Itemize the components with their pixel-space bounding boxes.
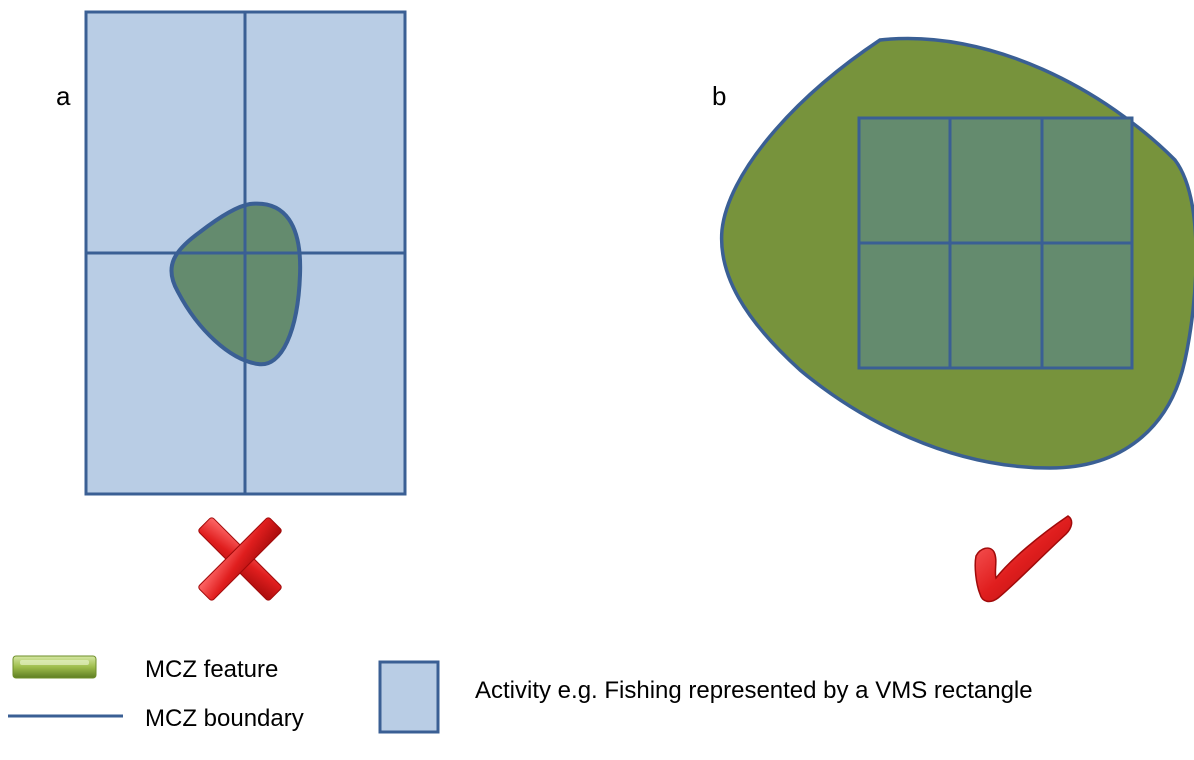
legend-activity-label: Activity e.g. Fishing represented by a V… [475,677,1033,704]
panel-a-label: a [56,81,71,111]
red-cross-icon [198,517,282,601]
legend: MCZ feature MCZ boundary Activity e.g. F… [8,655,1033,734]
legend-feature-label: MCZ feature [145,656,278,683]
red-check-icon [974,515,1073,603]
panel-b: b [712,36,1194,603]
legend-feature-swatch [12,655,97,679]
panel-b-label: b [712,81,726,111]
legend-activity-swatch [378,660,440,734]
mcz-feature-a [169,201,303,367]
panel-a: a [56,10,407,601]
legend-boundary-label: MCZ boundary [145,705,304,732]
